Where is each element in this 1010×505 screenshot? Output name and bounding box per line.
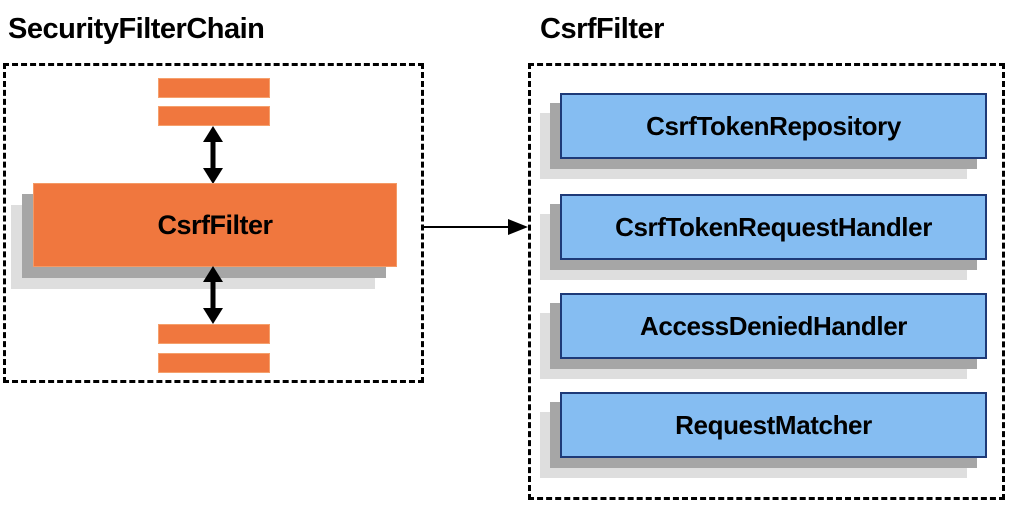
csrf-filter-panel bbox=[528, 63, 1005, 500]
component-box-access-denied-handler: AccessDeniedHandler bbox=[560, 293, 987, 359]
filter-stack-bar bbox=[158, 324, 270, 344]
component-label: AccessDeniedHandler bbox=[640, 310, 907, 341]
csrf-filter-box: CsrfFilter bbox=[33, 183, 397, 267]
up-down-arrow-icon bbox=[200, 126, 226, 184]
csrf-filter-box-label: CsrfFilter bbox=[157, 209, 273, 240]
component-box-csrf-token-request-handler: CsrfTokenRequestHandler bbox=[560, 194, 987, 260]
filter-stack-bar bbox=[158, 106, 270, 126]
component-box-request-matcher: RequestMatcher bbox=[560, 392, 987, 458]
component-label: CsrfTokenRepository bbox=[646, 110, 901, 141]
filter-stack-bar bbox=[158, 78, 270, 98]
component-label: RequestMatcher bbox=[675, 409, 872, 440]
filter-stack-bar bbox=[158, 353, 270, 373]
csrf-filter-title: CsrfFilter bbox=[540, 13, 664, 45]
up-down-arrow-icon bbox=[200, 266, 226, 324]
component-label: CsrfTokenRequestHandler bbox=[615, 211, 932, 242]
right-arrow-icon bbox=[424, 215, 528, 239]
security-filter-chain-panel bbox=[3, 63, 424, 383]
security-filter-chain-title: SecurityFilterChain bbox=[8, 13, 265, 45]
component-box-csrf-token-repository: CsrfTokenRepository bbox=[560, 93, 987, 159]
